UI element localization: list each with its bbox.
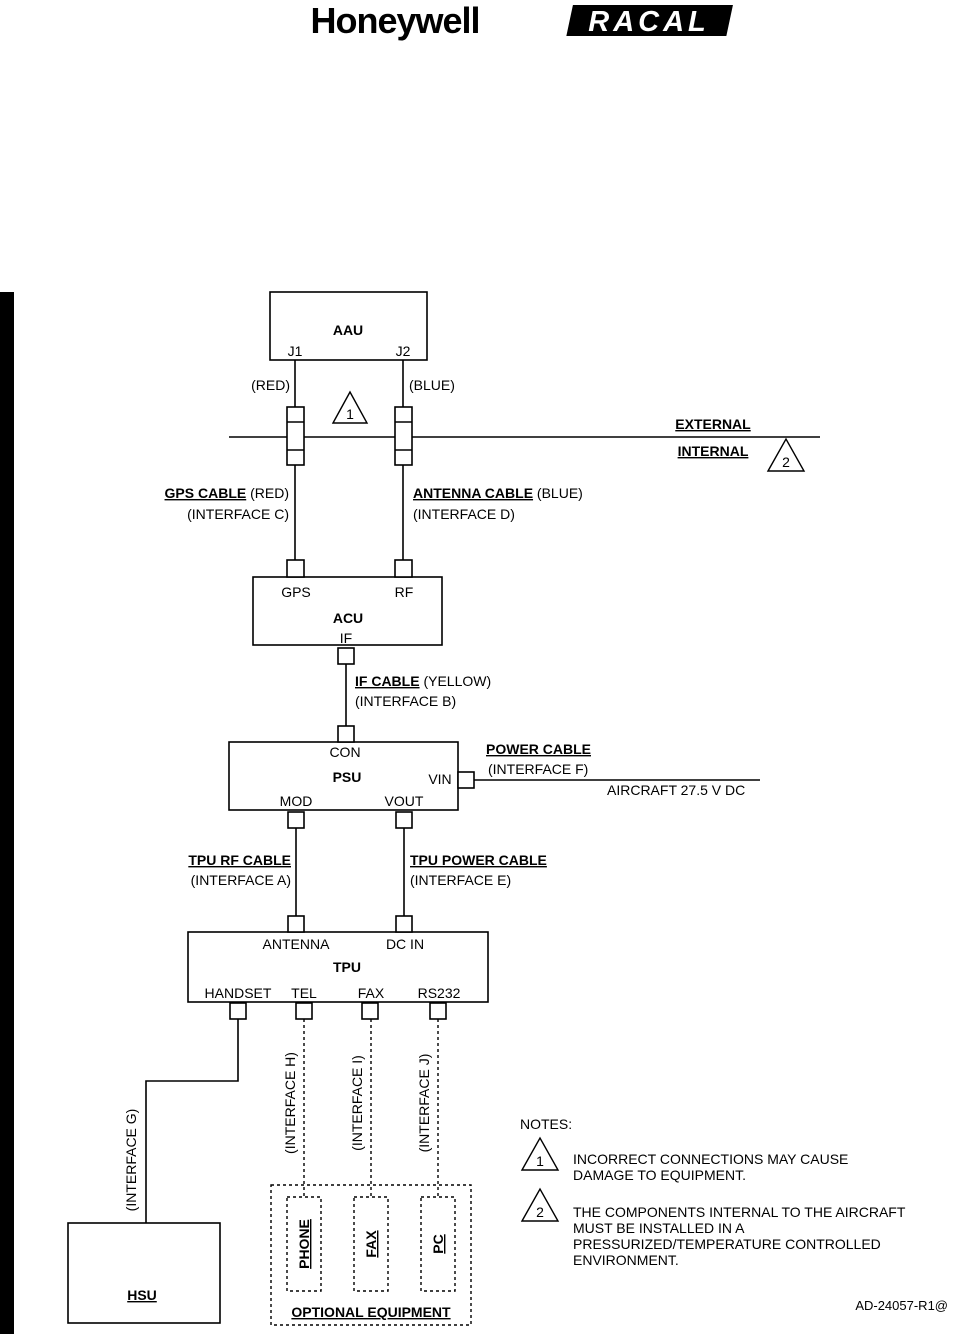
aau-j1-label: J1: [288, 343, 303, 359]
interface-d-label: (INTERFACE D): [413, 506, 515, 522]
aau-j2-label: J2: [396, 343, 411, 359]
note-2-icon: 2: [520, 1187, 560, 1222]
optional-pc-label: PC: [430, 1234, 446, 1253]
hsu-label: HSU: [127, 1287, 157, 1303]
tpu-antenna-port-label: ANTENNA: [263, 936, 331, 952]
acu-unit: GPS RF ACU IF: [252, 559, 443, 665]
note-1-line-2: DAMAGE TO EQUIPMENT.: [573, 1167, 746, 1183]
svg-text:2: 2: [536, 1204, 544, 1220]
gps-cable-bulkhead-connector: [286, 406, 305, 466]
note-1-marker-icon: 1: [331, 390, 369, 424]
interface-b-label: (INTERFACE B): [355, 693, 456, 709]
tpu-rs232-port-label: RS232: [418, 985, 461, 1001]
note-1-icon: 1: [520, 1136, 560, 1171]
page-edge-bar: [0, 292, 14, 1334]
red-cable-tag: (RED): [251, 377, 290, 393]
interface-a-label: (INTERFACE A): [191, 872, 291, 888]
note-1-line-1: INCORRECT CONNECTIONS MAY CAUSE: [573, 1151, 848, 1167]
interface-g-label: (INTERFACE G): [123, 1109, 139, 1212]
note-2-line-4: ENVIRONMENT.: [573, 1252, 679, 1268]
interface-e-label: (INTERFACE E): [410, 872, 511, 888]
svg-text:RACAL: RACAL: [588, 6, 710, 38]
tpu-fax-port-label: FAX: [358, 985, 385, 1001]
aircraft-power-label: AIRCRAFT 27.5 V DC: [607, 782, 745, 798]
if-cable-label: IF CABLE (YELLOW): [355, 673, 491, 689]
tpu-tel-port-label: TEL: [291, 985, 317, 1001]
tpu-rf-cable-label: TPU RF CABLE: [188, 852, 291, 868]
gps-cable-label: GPS CABLE (RED): [165, 485, 289, 501]
tpu-label: TPU: [333, 959, 361, 975]
tpu-power-cable-label: TPU POWER CABLE: [410, 852, 547, 868]
interface-i-label: (INTERFACE I): [349, 1055, 365, 1151]
external-zone-label: EXTERNAL: [675, 416, 751, 432]
psu-unit: CON PSU VIN MOD VOUT: [228, 725, 475, 829]
note-2-line-1: THE COMPONENTS INTERNAL TO THE AIRCRAFT: [573, 1204, 906, 1220]
svg-text:1: 1: [346, 406, 354, 422]
optional-equipment-group: PHONE FAX PC OPTIONAL EQUIPMENT: [270, 1184, 472, 1326]
interface-j-label: (INTERFACE J): [416, 1054, 432, 1153]
svg-text:1: 1: [536, 1153, 544, 1169]
interface-h-label: (INTERFACE H): [282, 1052, 298, 1154]
note-2-marker-icon: 2: [766, 437, 806, 472]
psu-vout-port-label: VOUT: [385, 793, 424, 809]
tpu-handset-port-label: HANDSET: [205, 985, 272, 1001]
aau-label: AAU: [333, 322, 363, 338]
acu-rf-port-label: RF: [395, 584, 414, 600]
power-cable-label: POWER CABLE: [486, 741, 591, 757]
svg-text:2: 2: [782, 454, 790, 470]
notes-block: NOTES: 1 INCORRECT CONNECTIONS MAY CAUSE…: [520, 1116, 906, 1268]
blue-cable-tag: (BLUE): [409, 377, 455, 393]
antenna-cable-bulkhead-connector: [394, 406, 413, 466]
optional-phone-label: PHONE: [296, 1219, 312, 1269]
note-2-line-2: MUST BE INSTALLED IN A: [573, 1220, 745, 1236]
honeywell-logo: Honeywell: [310, 0, 479, 41]
hsu-unit: HSU: [67, 1222, 221, 1324]
interface-f-label: (INTERFACE F): [488, 761, 588, 777]
acu-gps-port-label: GPS: [281, 584, 311, 600]
figure-id: AD-24057-R1@: [855, 1298, 948, 1313]
optional-fax-label: FAX: [363, 1230, 379, 1258]
psu-con-port-label: CON: [329, 744, 360, 760]
interface-c-label: (INTERFACE C): [187, 506, 289, 522]
optional-equipment-title: OPTIONAL EQUIPMENT: [291, 1304, 451, 1320]
tpu-unit: ANTENNA DC IN TPU HANDSET TEL FAX RS232: [187, 915, 489, 1020]
acu-if-port-label: IF: [340, 630, 352, 646]
notes-heading: NOTES:: [520, 1116, 572, 1132]
tpu-dcin-port-label: DC IN: [386, 936, 424, 952]
psu-mod-port-label: MOD: [280, 793, 313, 809]
acu-label: ACU: [333, 610, 363, 626]
psu-label: PSU: [333, 769, 362, 785]
internal-zone-label: INTERNAL: [678, 443, 749, 459]
aau-unit: AAU J1 J2: [269, 291, 428, 361]
note-2-line-3: PRESSURIZED/TEMPERATURE CONTROLLED: [573, 1236, 881, 1252]
racal-logo: RACAL: [566, 5, 733, 38]
psu-vin-port-label: VIN: [428, 771, 451, 787]
antenna-cable-label: ANTENNA CABLE (BLUE): [413, 485, 583, 501]
